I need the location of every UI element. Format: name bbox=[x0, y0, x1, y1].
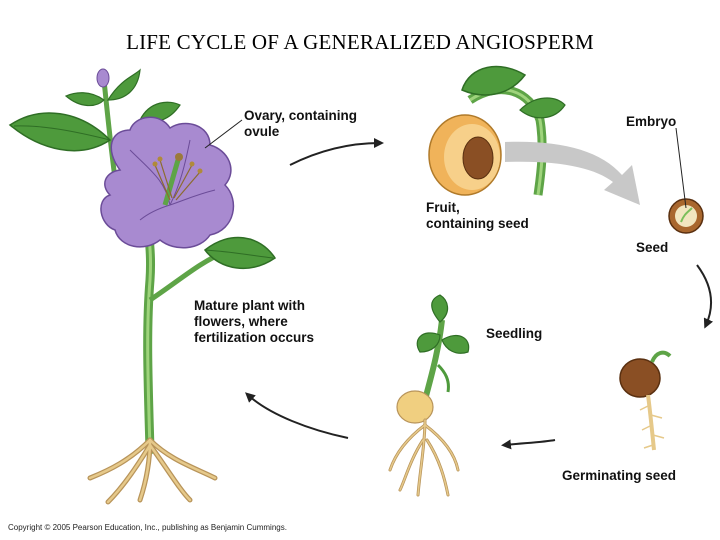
embryo-leader-line bbox=[675, 127, 687, 209]
ovary-leader-line bbox=[204, 119, 243, 149]
label-seedling: Seedling bbox=[486, 326, 543, 341]
cycle-arrow-germination-to-seedling bbox=[501, 439, 556, 450]
label-mature-plant: Mature plant with flowers, where fertili… bbox=[194, 298, 315, 345]
germinating-seed-illustration bbox=[619, 350, 672, 451]
label-ovary: Ovary, containing ovule bbox=[244, 108, 358, 139]
seed-zoom-arrow bbox=[505, 141, 640, 205]
cycle-arrow-seed-to-germination bbox=[696, 264, 714, 329]
label-fruit: Fruit, containing seed bbox=[426, 200, 529, 231]
cycle-arrow-ovary-to-fruit bbox=[289, 138, 384, 166]
fruit-illustration bbox=[428, 65, 566, 196]
label-embryo: Embryo bbox=[626, 114, 677, 129]
diagram-title: LIFE CYCLE OF A GENERALIZED ANGIOSPERM bbox=[126, 30, 594, 54]
label-seed: Seed bbox=[636, 240, 669, 255]
mature-plant-illustration bbox=[8, 68, 277, 505]
seedling-illustration bbox=[388, 294, 470, 497]
label-germinating-seed: Germinating seed bbox=[562, 468, 677, 483]
seed-illustration bbox=[668, 198, 704, 234]
copyright-notice: Copyright © 2005 Pearson Education, Inc.… bbox=[8, 523, 287, 532]
cycle-arrow-seedling-to-mature bbox=[245, 392, 349, 439]
